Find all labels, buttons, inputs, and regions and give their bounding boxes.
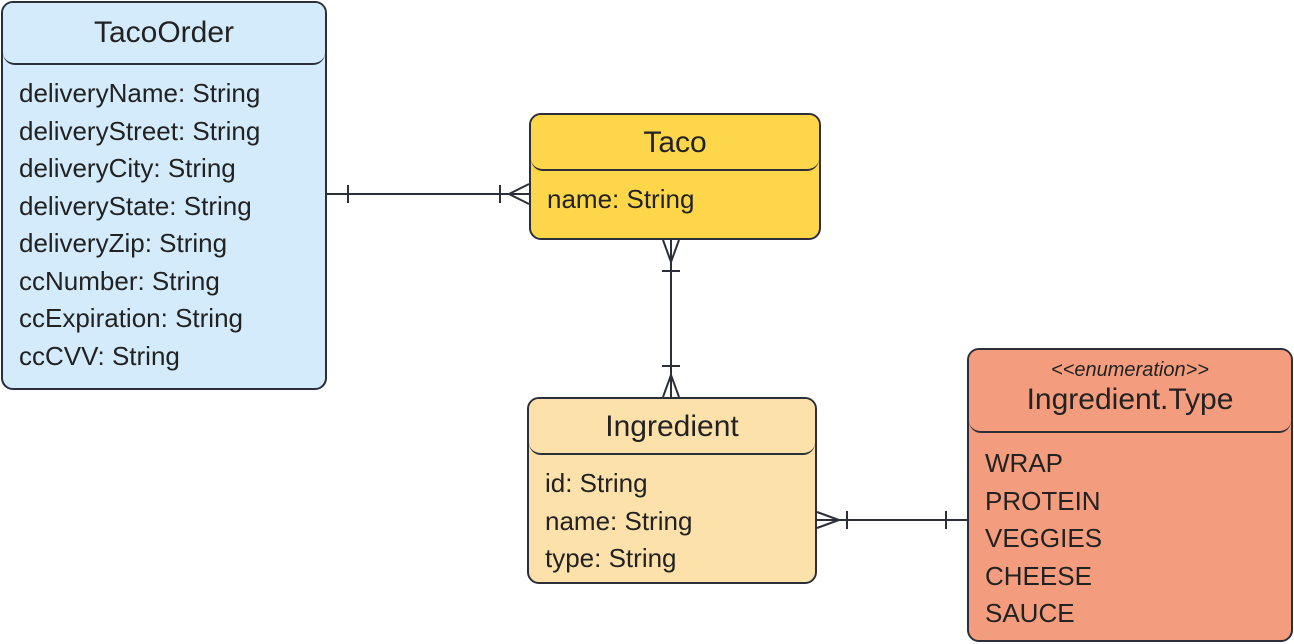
- relationship-tacoorder-taco: [327, 183, 530, 205]
- attribute-cc-expiration: ccExpiration: String: [19, 303, 243, 333]
- attribute-delivery-name: deliveryName: String: [19, 78, 261, 108]
- relationship-ingredient-ingredienttype: [816, 511, 967, 529]
- attribute-type: type: String: [545, 543, 677, 573]
- crowfoot-marker: [662, 239, 680, 265]
- enum-value-veggies: VEGGIES: [985, 523, 1103, 553]
- entity-title: Ingredient: [605, 410, 739, 443]
- crowfoot-marker: [662, 372, 680, 398]
- entity-ingredient-type[interactable]: <<enumeration>> Ingredient.Type WRAP PRO…: [967, 348, 1293, 642]
- relationship-taco-ingredient: [662, 239, 680, 398]
- attribute-list: name: String: [531, 171, 819, 229]
- entity-header: <<enumeration>> Ingredient.Type: [969, 350, 1291, 433]
- enum-value-wrap: WRAP: [985, 448, 1063, 478]
- entity-header: TacoOrder: [3, 3, 325, 65]
- attribute-delivery-city: deliveryCity: String: [19, 153, 236, 183]
- enum-value-protein: PROTEIN: [985, 485, 1101, 516]
- enum-value-list: WRAP PROTEIN VEGGIES CHEESE SAUCE: [969, 433, 1291, 640]
- enum-value-cheese: CHEESE: [985, 560, 1092, 591]
- entity-ingredient[interactable]: Ingredient id: String name: String type:…: [527, 397, 817, 584]
- entity-title: TacoOrder: [93, 16, 235, 49]
- attribute-delivery-street: deliveryStreet: String: [19, 115, 261, 146]
- crowfoot-marker: [816, 511, 842, 529]
- attribute-cc-cvv: ccCVV: String: [19, 340, 180, 371]
- attribute-list: deliveryName: String deliveryStreet: Str…: [3, 65, 325, 385]
- attribute-delivery-zip: deliveryZip: String: [19, 228, 228, 258]
- entity-title: Taco: [643, 126, 707, 159]
- entity-header: Ingredient: [529, 399, 815, 455]
- entity-stereotype: <<enumeration>>: [1051, 359, 1209, 381]
- entity-title: Ingredient.Type: [1026, 383, 1234, 416]
- entity-taco-order[interactable]: TacoOrder deliveryName: String deliveryS…: [1, 1, 327, 390]
- attribute-delivery-state: deliveryState: String: [19, 190, 252, 221]
- attribute-id: id: String: [545, 468, 648, 498]
- attribute-name: name: String: [545, 505, 693, 536]
- attribute-name: name: String: [547, 184, 695, 214]
- entity-taco[interactable]: Taco name: String: [529, 113, 821, 240]
- attribute-cc-number: ccNumber: String: [19, 265, 220, 296]
- enum-value-sauce: SAUCE: [985, 598, 1075, 628]
- crowfoot-marker: [506, 183, 530, 205]
- entity-header: Taco: [531, 115, 819, 171]
- attribute-list: id: String name: String type: String: [529, 455, 815, 582]
